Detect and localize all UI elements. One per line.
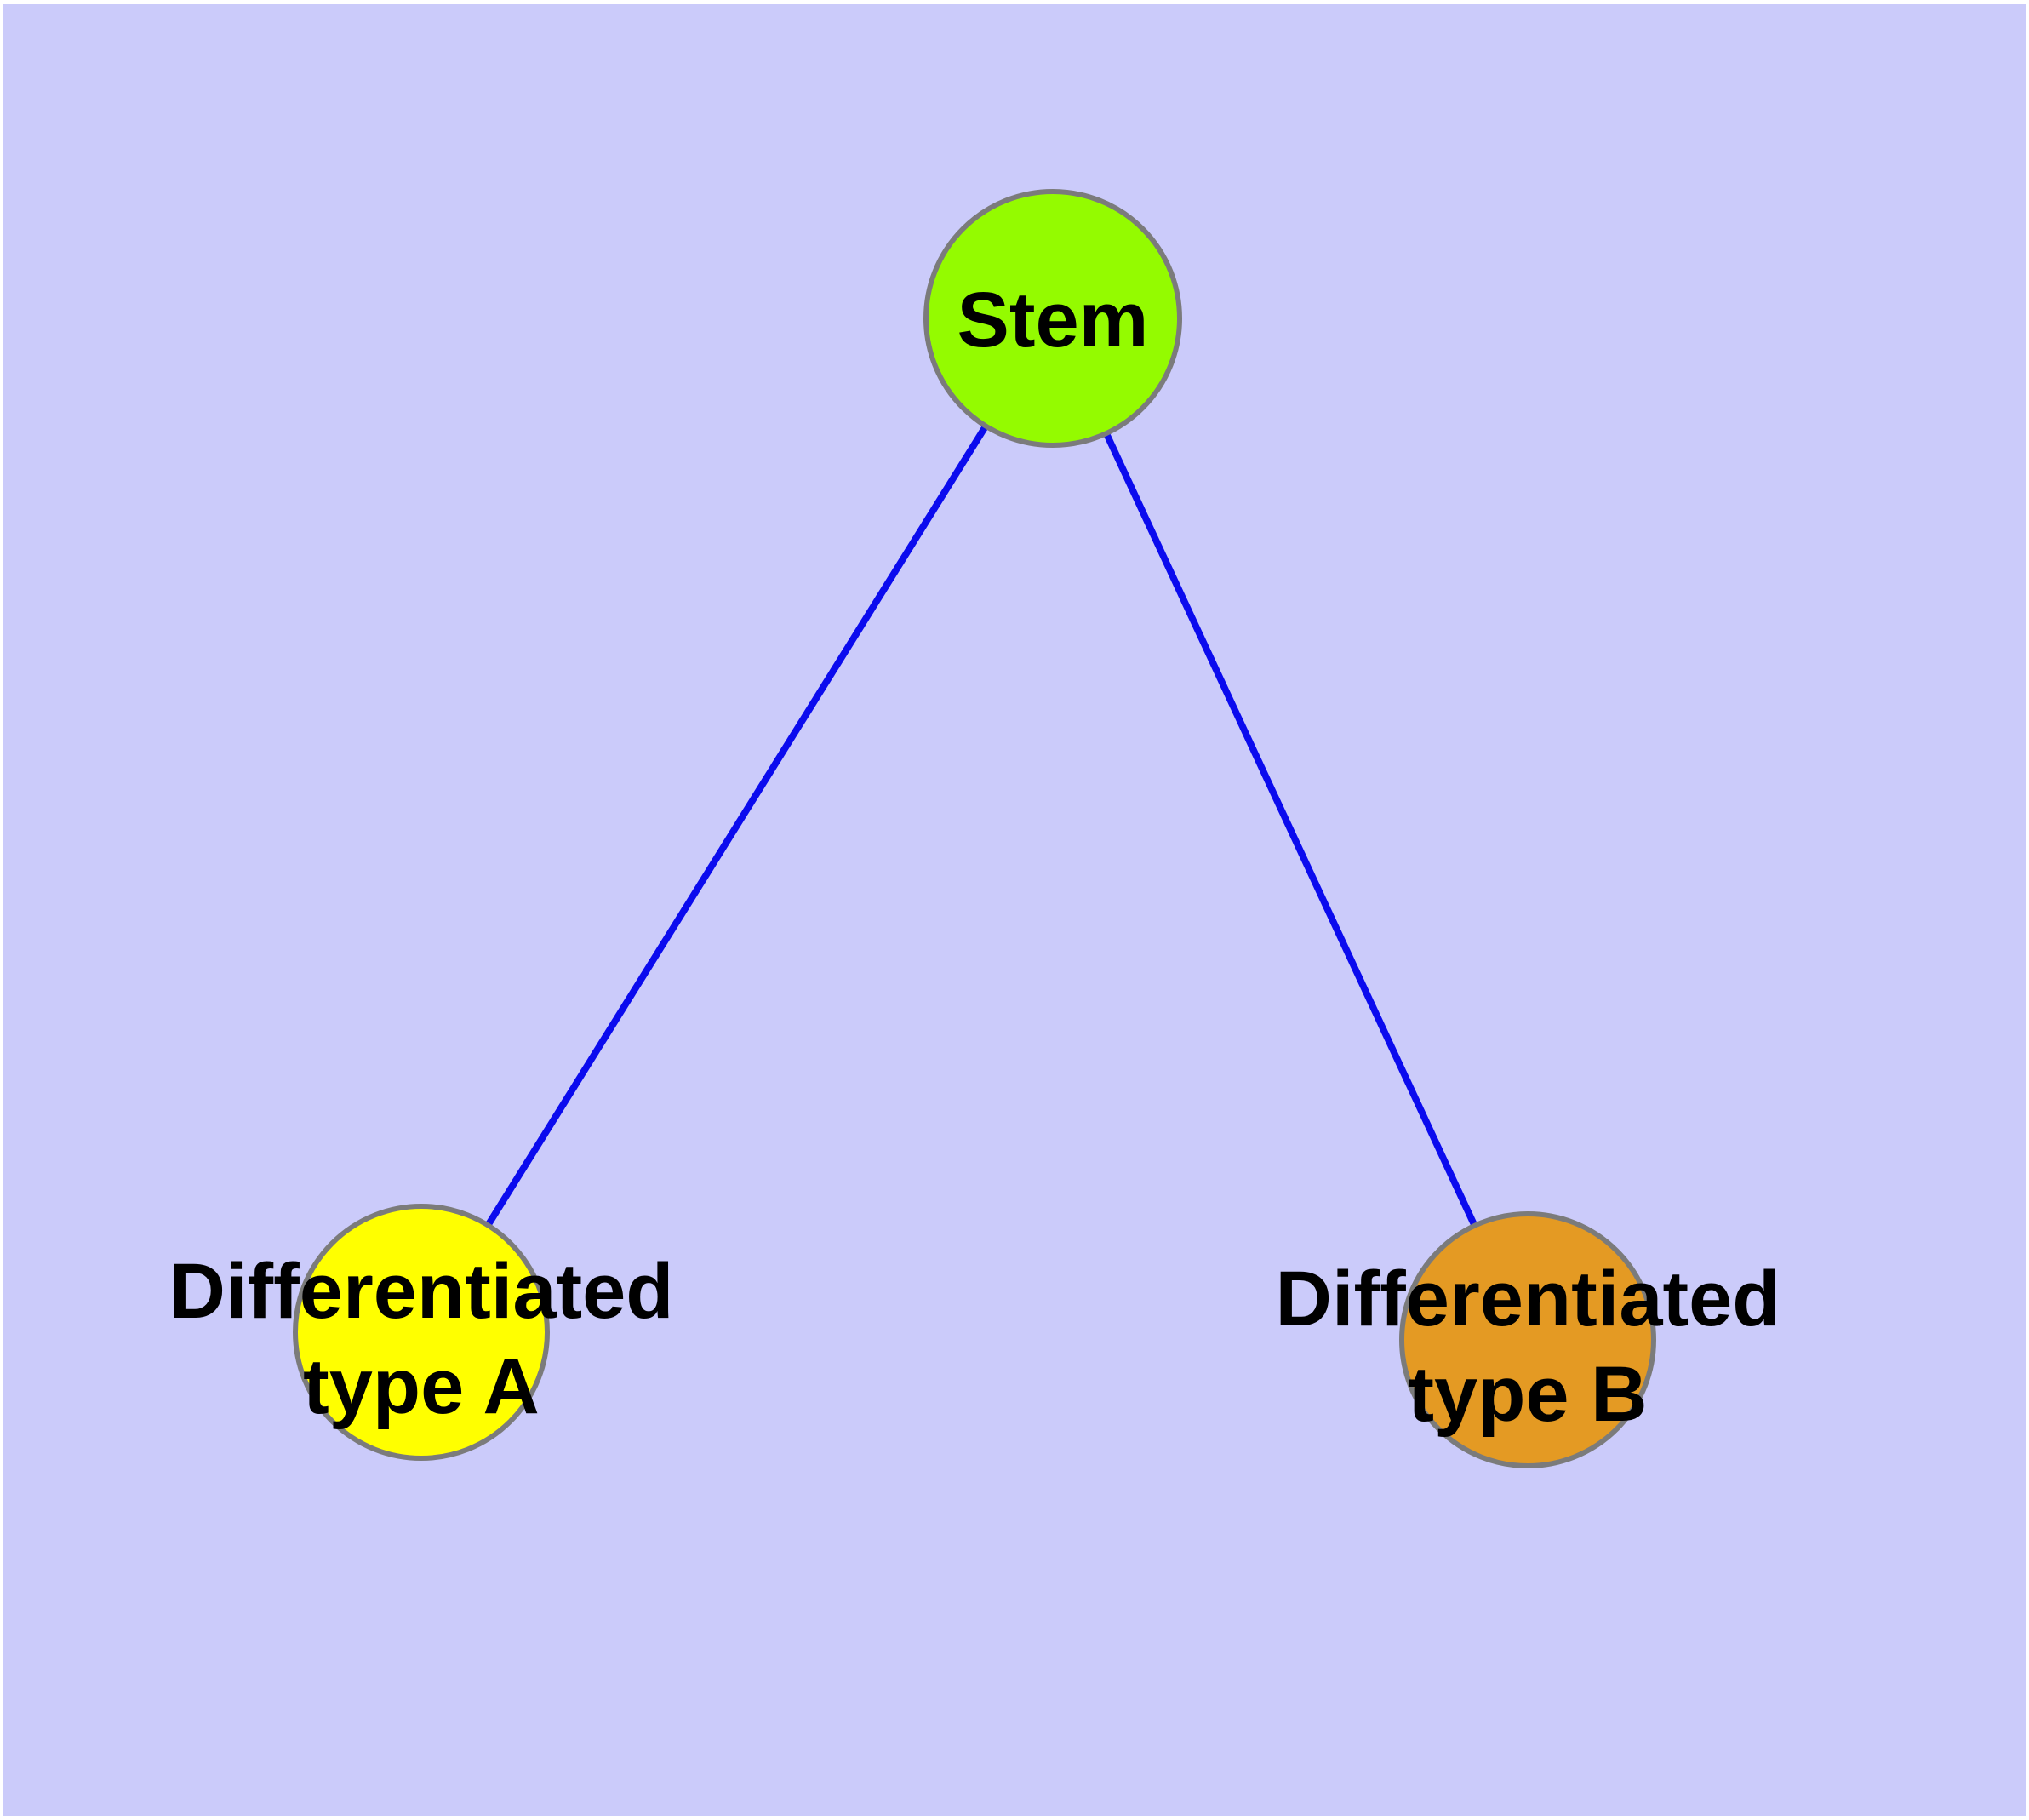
node-stem[interactable] [923,189,1182,448]
node-type-b-label-line1: Differentiated [1276,1256,1780,1342]
edge-stem-to-type-b [1049,317,1531,1342]
node-type-a-label-line1: Differentiated [169,1248,674,1335]
edge-stem-to-type-a [418,316,1056,1335]
node-stem-label: Stem [957,277,1149,363]
node-type-a[interactable] [293,1204,550,1461]
node-type-a-label-line2: type A [303,1343,540,1430]
node-type-b[interactable] [1399,1211,1656,1468]
node-type-b-label-line2: type B [1408,1351,1647,1438]
